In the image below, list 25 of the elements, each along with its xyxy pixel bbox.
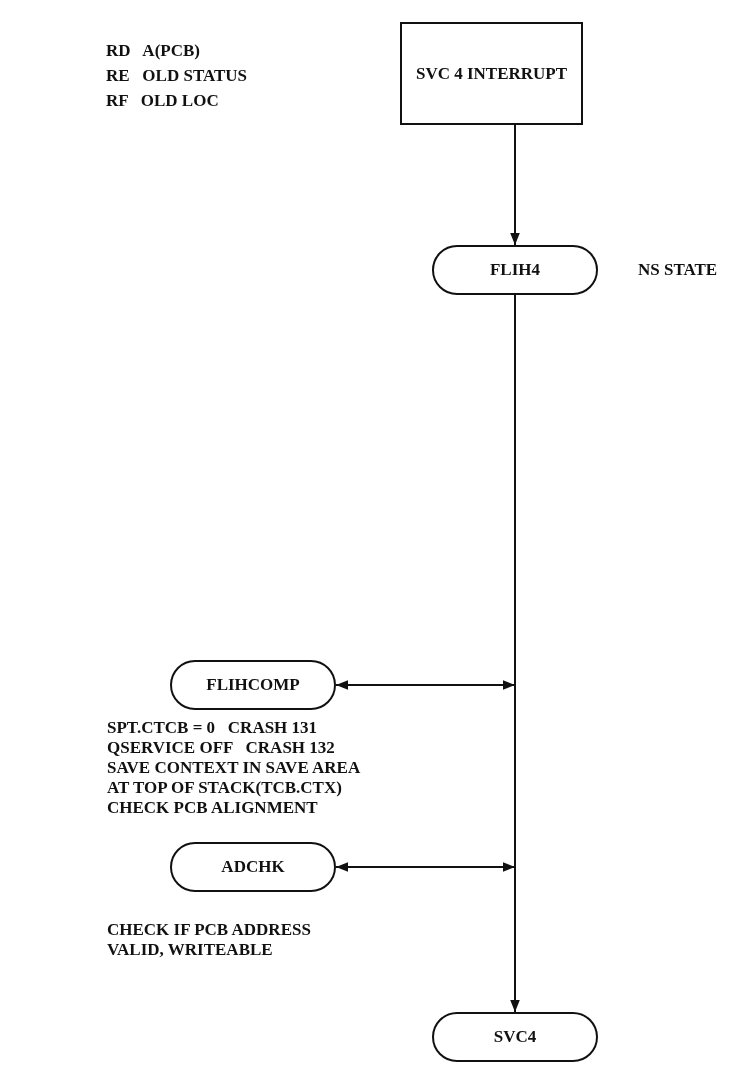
note-text: SPT.CTCB = 0 CRASH 131 bbox=[107, 718, 319, 738]
terminal-node bbox=[170, 660, 336, 710]
terminal-node bbox=[432, 245, 598, 295]
register-note: RF OLD LOC bbox=[106, 90, 220, 112]
node-label: FLIH4 bbox=[488, 259, 542, 281]
terminal-node bbox=[170, 842, 336, 892]
arrow bbox=[510, 294, 520, 1013]
arrow bbox=[335, 862, 516, 872]
note-text: NS STATE bbox=[638, 260, 718, 280]
note-text: CHECK IF PCB ADDRESS bbox=[107, 920, 311, 940]
note-text: VALID, WRITEABLE bbox=[107, 940, 274, 960]
register-note: RE OLD STATUS bbox=[106, 65, 248, 87]
note-text: SAVE CONTEXT IN SAVE AREA bbox=[107, 758, 361, 778]
process-box bbox=[400, 22, 583, 125]
node-label: ADCHK bbox=[220, 856, 286, 878]
arrow bbox=[510, 124, 520, 246]
terminal-node bbox=[432, 1012, 598, 1062]
node-label: SVC 4 INTERRUPT bbox=[415, 62, 568, 85]
note-text: CHECK PCB ALIGNMENT bbox=[107, 798, 319, 818]
arrow bbox=[335, 680, 516, 690]
node-label: SVC4 bbox=[492, 1026, 538, 1048]
register-note: RD A(PCB) bbox=[106, 40, 201, 62]
node-label: FLIHCOMP bbox=[205, 674, 301, 696]
note-text: QSERVICE OFF CRASH 132 bbox=[107, 738, 336, 758]
note-text: AT TOP OF STACK(TCB.CTX) bbox=[107, 778, 343, 798]
